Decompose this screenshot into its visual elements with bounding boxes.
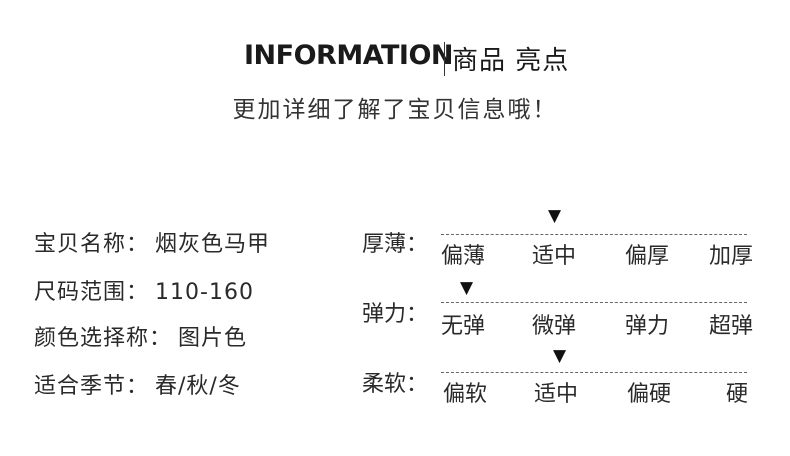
header: INFORMATION 商品 亮点 [0,36,790,80]
subtitle: 更加详细了解了宝贝信息哦！ [232,97,558,123]
info-size-value: 110-160 [155,280,254,305]
info-season-value: 春/秋/冬 [155,374,241,399]
scale-softness-line [441,372,747,373]
scale-elasticity-label: 弹力： [362,302,429,327]
info-color-value: 图片色 [178,326,248,351]
info-size-label: 尺码范围： [34,280,150,305]
scale-thickness-option: 加厚 [709,244,754,269]
scale-elasticity-option: 弹力 [625,314,670,339]
scale-thickness-option: 偏厚 [625,244,670,269]
scale-elasticity-option: 无弹 [441,314,486,339]
info-name-value: 烟灰色马甲 [155,232,271,257]
triangle-down-icon: ▼ [460,278,474,298]
scale-elasticity-option: 超弹 [709,314,754,339]
title-divider [444,42,445,76]
scale-thickness-line [441,234,747,235]
info-color: 颜色选择称：图片色 [34,320,247,352]
scale-thickness-label: 厚薄： [362,232,429,257]
info-name: 宝贝名称：烟灰色马甲 [34,226,270,258]
scale-softness-option: 偏软 [443,382,488,407]
scale-elasticity-option: 微弹 [532,314,577,339]
triangle-down-icon: ▼ [553,346,567,366]
info-season: 适合季节：春/秋/冬 [34,368,241,400]
scale-elasticity-line [441,302,747,303]
scale-softness-option: 适中 [534,382,579,407]
title-en: INFORMATION [244,40,454,71]
triangle-down-icon: ▼ [548,206,562,226]
title-cn: 商品 亮点 [452,46,570,76]
info-name-label: 宝贝名称： [34,232,150,257]
scale-thickness-option: 适中 [532,244,577,269]
scale-softness-label: 柔软： [362,372,429,397]
info-color-label: 颜色选择称： [34,326,173,351]
scale-softness-option: 偏硬 [627,382,672,407]
info-size: 尺码范围：110-160 [34,274,254,306]
scale-thickness-option: 偏薄 [441,244,486,269]
info-season-label: 适合季节： [34,374,150,399]
scale-softness-option: 硬 [726,382,749,407]
